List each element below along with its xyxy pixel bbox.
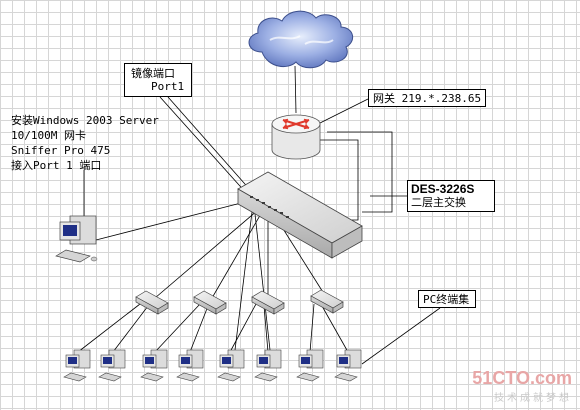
pc-terminal-icon [176,349,204,382]
internet-cloud-icon [248,10,354,69]
core-switch-icon [237,171,363,259]
sniffer-line: Sniffer Pro 475 [11,144,111,157]
pc-terminal-icon [140,349,168,382]
watermark: 51CTO.com 技术成就梦想 [472,368,572,404]
pc-cluster-label: PC终端集 [418,290,476,308]
pc-cluster-text: PC终端集 [423,293,470,306]
sniffer-line: 10/100M 网卡 [11,129,86,142]
router-icon [271,114,321,160]
sniffer-line: 安装Windows 2003 Server [11,114,159,127]
mirror-port-title: 镜像端口 [131,67,175,80]
mirror-port-label: 镜像端口 Port1 [124,63,192,97]
link-sw1 [154,209,259,299]
access-switch-icon [251,290,285,315]
pc-terminal-icon [334,349,362,382]
link-router-switch [318,139,359,221]
link-router-des [327,131,393,213]
core-switch-model: DES-3226S [411,182,475,196]
link-mirror-label [159,96,249,196]
access-switch-icon [193,290,227,315]
link-cloud-router [294,65,297,114]
pc-terminal-icon [217,349,245,382]
access-switch-icon [135,290,169,315]
pc-terminal-icon [98,349,126,382]
core-switch-label: DES-3226S 二层主交换 [407,180,495,212]
watermark-brand: 51CTO.com [472,368,572,388]
sniffer-line: 接入Port 1 端口 [11,159,102,172]
connection-lines [77,65,441,365]
link-sw-pc-b [254,213,271,351]
link-sw2 [211,211,263,299]
pc-terminal-icon [63,349,91,382]
watermark-slogan: 技术成就梦想 [494,393,572,404]
pc-terminal-icon [254,349,282,382]
access-switch-icon [310,289,344,314]
gateway-text: 网关 219.*.238.65 [373,92,482,105]
link-sw-pc-a [234,211,253,351]
core-switch-desc: 二层主交换 [411,196,466,209]
gateway-label: 网关 219.*.238.65 [368,89,486,107]
mirror-port-name: Port1 [151,80,185,93]
link-pc-cluster-label [361,307,441,365]
link-mirror-label-2 [167,96,253,193]
link-sniffer-pc-switch [95,201,246,241]
link-gateway-label [317,98,369,125]
pc-terminal-icon [296,349,324,382]
sniffer-description: 安装Windows 2003 Server 10/100M 网卡 Sniffer… [11,113,159,173]
sniffer-pc-icon [55,215,98,263]
